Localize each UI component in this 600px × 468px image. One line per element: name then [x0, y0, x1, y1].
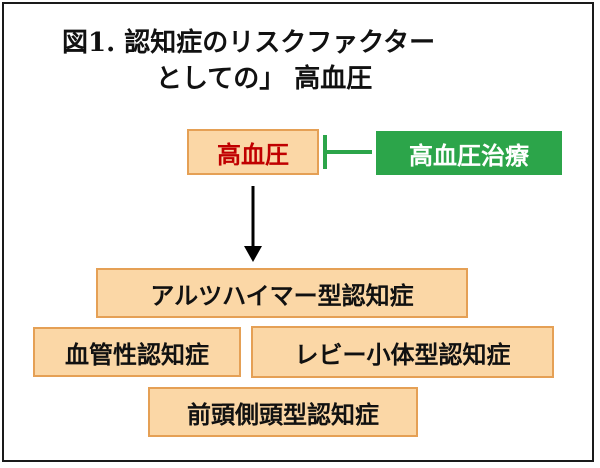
- vascular-dementia-box: 血管性認知症: [33, 327, 241, 377]
- hypertension-box: 高血圧: [187, 129, 319, 175]
- alzheimers-dementia-box: アルツハイマー型認知症: [96, 268, 468, 318]
- arrow-head: [244, 246, 262, 262]
- figure-title-line-1: 図1. 認知症のリスクファクター: [62, 28, 436, 58]
- hypertension-treatment-box: 高血圧治療: [376, 131, 562, 175]
- figure-title-line-2: としての」 高血圧: [156, 64, 373, 94]
- figure-frame: [2, 2, 594, 462]
- frontotemporal-dementia-box: 前頭側頭型認知症: [148, 387, 418, 437]
- lewy-body-dementia-box: レビー小体型認知症: [251, 326, 554, 378]
